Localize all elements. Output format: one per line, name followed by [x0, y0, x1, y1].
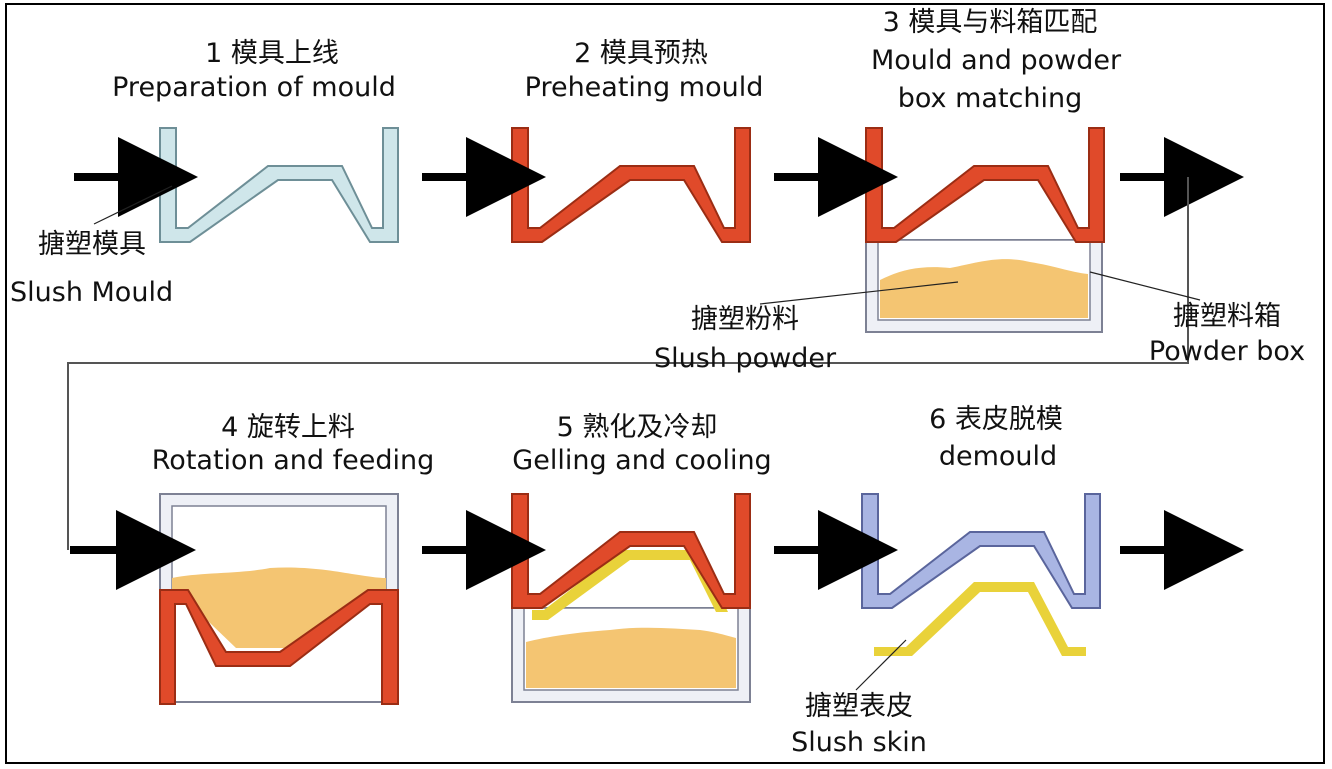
step-5-title-en: Gelling and cooling: [512, 445, 772, 476]
step-6-title-cn: 6 表皮脱模: [929, 404, 1063, 435]
callout-slush-skin-en: Slush skin: [791, 727, 927, 758]
step-2-title-cn: 2 模具预热: [574, 38, 708, 69]
skin-step-5: [532, 550, 728, 620]
step-6-title-en: demould: [938, 441, 1058, 472]
step-3-title-cn: 3 模具与料箱匹配: [882, 7, 1098, 38]
mould-step-6: [861, 493, 1101, 609]
step-2-title-en: Preheating mould: [524, 72, 764, 103]
leader-powder-box: [1089, 271, 1201, 301]
powder-box-step-3: [865, 239, 1103, 333]
skin-step-6: [874, 582, 1086, 656]
powder-heap-3: [880, 259, 1088, 318]
mould-step-5: [511, 493, 751, 609]
step-1-title-cn: 1 模具上线: [205, 38, 339, 69]
diagram-frame: [5, 3, 1325, 764]
step-5-title-cn: 5 熟化及冷却: [556, 412, 718, 443]
leader-lines: [93, 185, 1201, 691]
box-step-5: [511, 607, 751, 703]
powder-heap-5: [526, 627, 736, 688]
mould-step-2: [511, 127, 751, 243]
step-1-title-en: Preparation of mould: [112, 72, 396, 103]
step-4-title-cn: 4 旋转上料: [221, 412, 355, 443]
step-3-title-en: Mould and powder: [870, 45, 1122, 76]
flow-arrows: [70, 137, 1244, 590]
callout-slush-skin-cn: 搪塑表皮: [805, 691, 913, 722]
callout-slush-powder-cn: 搪塑粉料: [691, 304, 799, 335]
row-connector: [67, 177, 1189, 550]
callout-powder-box-cn: 搪塑料箱: [1173, 301, 1281, 332]
callout-slush-powder-en: Slush powder: [653, 343, 837, 374]
box-step-4: [159, 493, 399, 703]
leader-slush-powder: [759, 281, 959, 305]
mould-step-3: [865, 127, 1105, 243]
callout-slush-mould-en: Slush Mould: [10, 277, 174, 308]
leader-slush-mould: [93, 185, 173, 225]
mould-step-1: [159, 127, 399, 243]
mould-step-4: [159, 589, 399, 705]
step-3-title-en-line2: box matching: [897, 83, 1083, 114]
step-4-title-en: Rotation and feeding: [151, 445, 435, 476]
callout-slush-mould-cn: 搪塑模具: [38, 229, 146, 260]
callout-powder-box-en: Powder box: [1148, 336, 1306, 367]
leader-slush-skin: [855, 639, 907, 691]
